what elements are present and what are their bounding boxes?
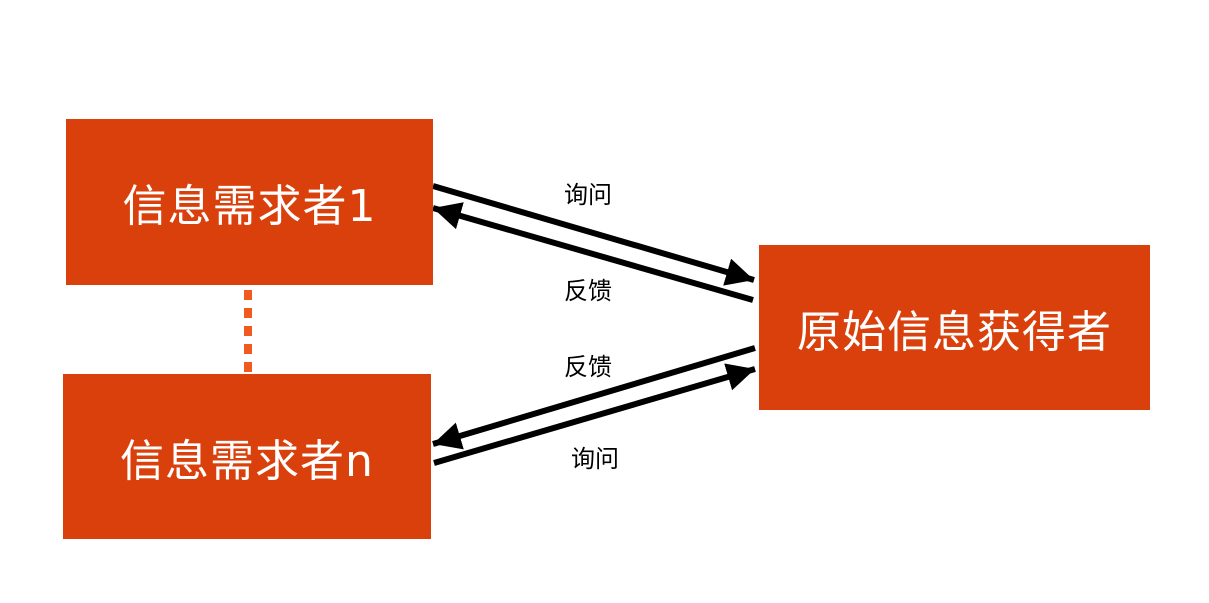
edge-label-feedback-n: 反馈 (564, 353, 612, 381)
node-requester-1: 信息需求者1 (66, 119, 433, 285)
arrow-feedback-1 (432, 202, 754, 303)
edge-label-ask-n: 询问 (571, 445, 619, 473)
node-requester-1-label: 信息需求者1 (122, 181, 377, 232)
edge-label-feedback-1: 反馈 (564, 277, 612, 305)
node-requester-n: 信息需求者n (63, 374, 431, 539)
node-source-label: 原始信息获得者 (797, 306, 1112, 358)
node-requester-n-label: 信息需求者n (120, 435, 374, 487)
arrow-ask-n (433, 363, 756, 466)
arrow-feedback-n (432, 345, 756, 450)
node-source: 原始信息获得者 (759, 245, 1150, 410)
arrow-ask-1 (432, 183, 755, 286)
edge-label-ask-1: 询问 (564, 181, 612, 209)
